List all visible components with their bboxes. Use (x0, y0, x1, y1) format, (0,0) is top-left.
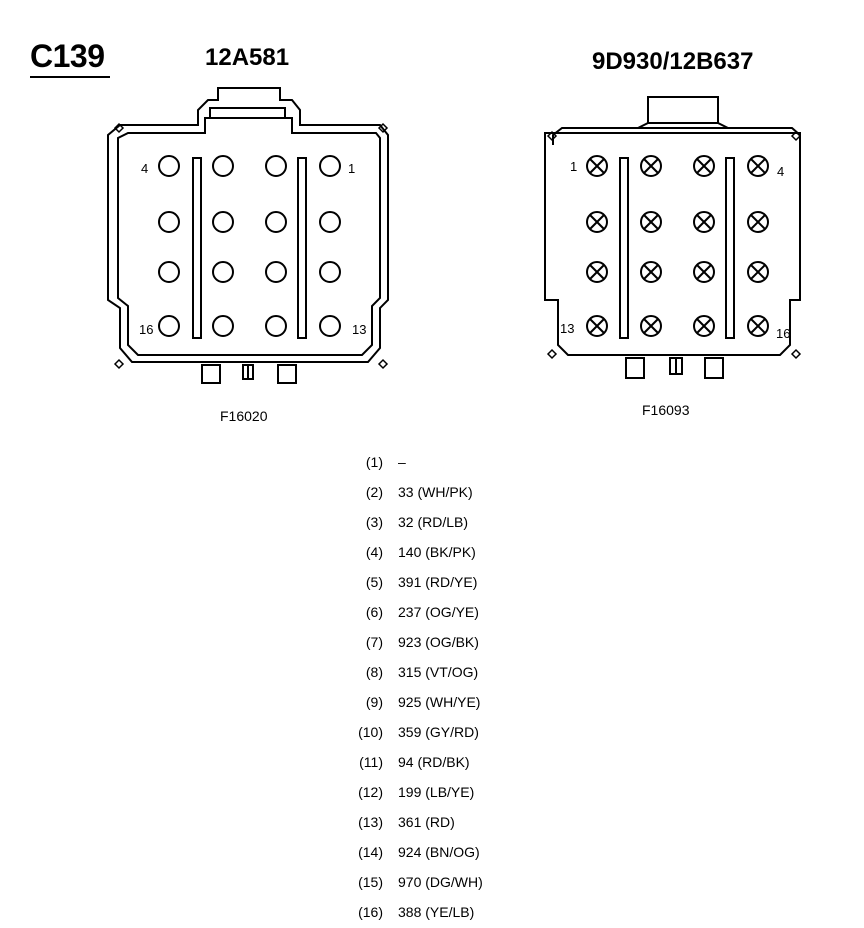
left-connector-corner-marks (113, 122, 389, 370)
left-pin-cavity (319, 315, 341, 337)
right-pin-terminal (693, 155, 715, 177)
pin-circuit: 94 (RD/BK) (398, 754, 470, 770)
left-pin-label-bottom-left: 16 (139, 322, 153, 337)
pin-circuit: 970 (DG/WH) (398, 874, 483, 890)
pin-circuit: 237 (OG/YE) (398, 604, 479, 620)
right-pin-terminal (747, 315, 769, 337)
pin-number: (5) (365, 574, 383, 590)
left-connector-divider-bars (192, 157, 307, 339)
pin-circuit: 925 (WH/YE) (398, 694, 481, 710)
left-connector-pin-grid (158, 155, 341, 337)
pin-number: (3) (365, 514, 383, 530)
right-pin-label-bottom-left: 13 (560, 321, 574, 336)
left-pin-cavity (265, 261, 287, 283)
right-pin-terminal (586, 261, 608, 283)
right-connector-pin-grid (586, 155, 769, 337)
right-pin-label-top-left: 1 (570, 159, 577, 174)
right-pin-label-bottom-right: 16 (776, 326, 790, 341)
left-pin-cavity (265, 155, 287, 177)
right-pin-terminal (693, 315, 715, 337)
left-part-number: 12A581 (205, 44, 290, 71)
pin-circuit: 33 (WH/PK) (398, 484, 473, 500)
right-pin-terminal (693, 211, 715, 233)
right-pin-terminal (693, 261, 715, 283)
right-connector-divider-bars (619, 157, 735, 339)
left-pin-label-top-right: 1 (348, 161, 355, 176)
left-pin-cavity (158, 155, 180, 177)
right-part-number: 9D930/12B637 (592, 48, 754, 75)
left-pin-label-top-left: 4 (141, 161, 148, 176)
pin-number: (12) (358, 784, 383, 800)
right-figure-number: F16093 (642, 402, 690, 418)
pin-number: (11) (359, 754, 383, 770)
right-pin-terminal (747, 211, 769, 233)
pin-number: (4) (365, 544, 383, 560)
pin-number: (10) (358, 724, 383, 740)
right-pin-terminal (586, 211, 608, 233)
pin-number: (6) (365, 604, 383, 620)
right-pin-label-top-right: 4 (777, 164, 784, 179)
pin-number: (8) (365, 664, 383, 680)
pin-number: (2) (365, 484, 383, 500)
right-pin-terminal (586, 315, 608, 337)
pin-circuit: 140 (BK/PK) (398, 544, 476, 560)
pin-circuit: 361 (RD) (398, 814, 455, 830)
left-pin-cavity (212, 261, 234, 283)
left-pin-cavity (158, 315, 180, 337)
pin-number: (13) (358, 814, 383, 830)
right-pin-terminal (747, 261, 769, 283)
right-connector-corner-marks (546, 130, 802, 360)
left-pin-label-bottom-right: 13 (352, 322, 366, 337)
right-pin-terminal (640, 315, 662, 337)
right-pin-terminal (747, 155, 769, 177)
pin-number: (14) (358, 844, 383, 860)
left-pin-cavity (265, 211, 287, 233)
pin-circuit: 923 (OG/BK) (398, 634, 479, 650)
right-pin-terminal (640, 211, 662, 233)
pin-number: (7) (365, 634, 383, 650)
pin-number: (9) (365, 694, 383, 710)
pin-circuit: 391 (RD/YE) (398, 574, 478, 590)
right-pin-terminal (640, 261, 662, 283)
pin-number: (15) (358, 874, 383, 890)
left-pin-cavity (319, 155, 341, 177)
pin-number: (16) (358, 904, 383, 920)
left-pin-cavity (319, 211, 341, 233)
connector-id-underline (30, 76, 110, 78)
pin-circuit: 924 (BN/OG) (398, 844, 480, 860)
pin-circuit: 388 (YE/LB) (398, 904, 475, 920)
left-pin-cavity (319, 261, 341, 283)
left-connector-body (107, 87, 389, 384)
left-figure-number: F16020 (220, 408, 268, 424)
pin-circuit: 199 (LB/YE) (398, 784, 475, 800)
left-pin-cavity (265, 315, 287, 337)
left-pin-cavity (158, 211, 180, 233)
pin-circuit: 32 (RD/LB) (398, 514, 469, 530)
left-pin-cavity (212, 211, 234, 233)
pin-circuit: – (398, 454, 406, 470)
connector-id: C139 (30, 38, 105, 74)
left-pin-cavity (158, 261, 180, 283)
left-pin-cavity (212, 155, 234, 177)
pin-number: (1) (365, 454, 383, 470)
pin-circuit: 359 (GY/RD) (398, 724, 479, 740)
pin-circuit: 315 (VT/OG) (398, 664, 479, 680)
left-pin-cavity (212, 315, 234, 337)
right-pin-terminal (640, 155, 662, 177)
right-pin-terminal (586, 155, 608, 177)
